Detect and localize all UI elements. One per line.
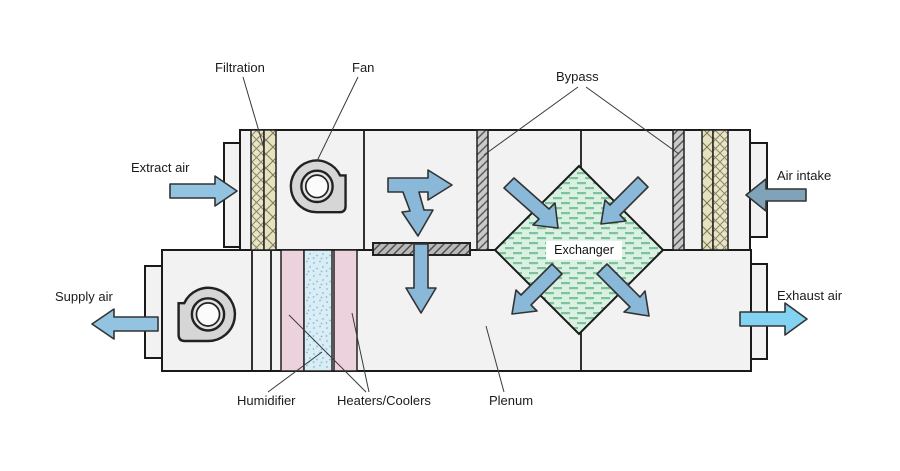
extract-air-label: Extract air bbox=[131, 160, 190, 175]
extract-air-arrow bbox=[169, 175, 238, 207]
exchanger-in-arrow-left bbox=[503, 177, 559, 229]
exhaust-air-label: Exhaust air bbox=[777, 288, 843, 303]
leader-lines bbox=[242, 76, 680, 393]
plenum-label: Plenum bbox=[489, 393, 534, 408]
fan-label: Fan bbox=[352, 60, 375, 75]
filter-intake bbox=[701, 129, 729, 251]
heater-strip bbox=[280, 249, 305, 372]
exchanger-in-arrow-right bbox=[600, 176, 649, 225]
humidifier-strip bbox=[303, 249, 333, 372]
supply-air-arrow bbox=[91, 308, 159, 340]
exhaust-air-arrow bbox=[739, 302, 808, 336]
bypass-label: Bypass bbox=[556, 69, 599, 84]
fan-icon bbox=[289, 159, 347, 214]
air-intake-label: Air intake bbox=[777, 168, 832, 183]
bypass-damper-right bbox=[672, 129, 685, 251]
exchanger-label: Exchanger bbox=[546, 240, 622, 260]
bypass-damper-left bbox=[476, 129, 489, 251]
exchanger-out-arrow-left bbox=[511, 263, 563, 315]
fan-icon bbox=[177, 286, 237, 343]
supply-air-label: Supply air bbox=[55, 289, 113, 304]
exchanger-out-arrow-right bbox=[596, 263, 650, 317]
branch-flow-arrow bbox=[387, 169, 453, 237]
air-intake-arrow bbox=[745, 178, 807, 212]
lower-duct-body bbox=[161, 249, 752, 372]
heaters-coolers-label: Heaters/Coolers bbox=[337, 393, 431, 408]
section-dividers bbox=[251, 131, 582, 370]
cooler-strip bbox=[333, 249, 358, 372]
filtration-label: Filtration bbox=[215, 60, 265, 75]
filter-extract bbox=[250, 129, 277, 251]
humidifier-label: Humidifier bbox=[237, 393, 296, 408]
plenum-down-arrow bbox=[405, 243, 437, 314]
